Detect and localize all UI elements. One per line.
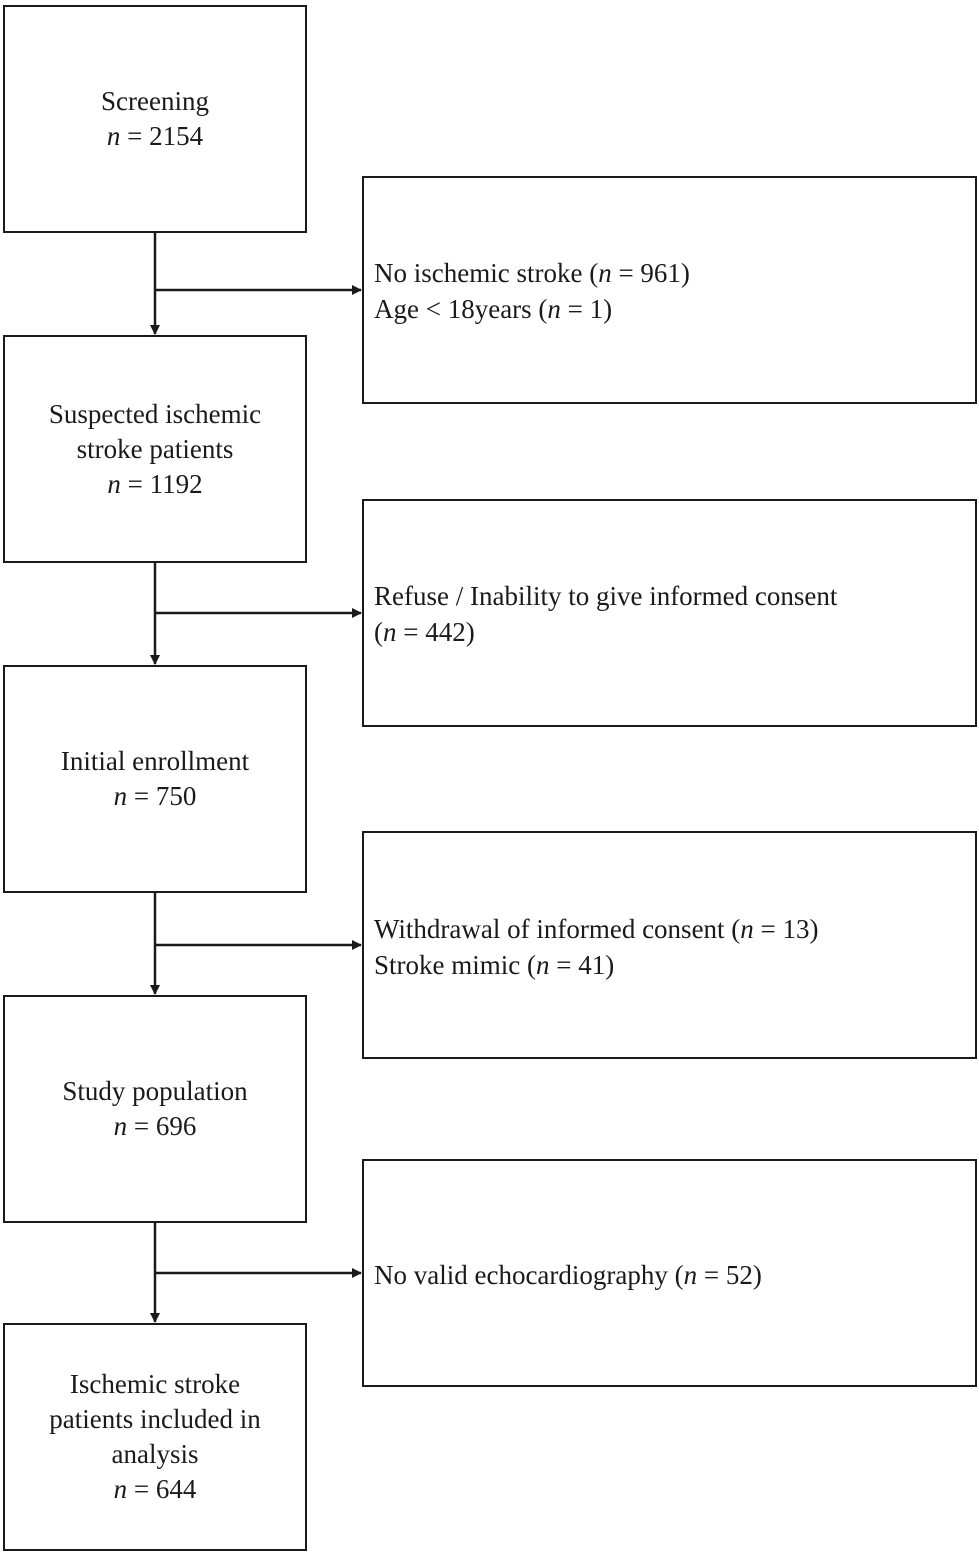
exclusion-line: (n = 442) [374, 617, 475, 647]
stage-count: n = 750 [113, 781, 197, 811]
stage-label: Screening [101, 86, 209, 116]
exclusion-line: No ischemic stroke (n = 961) [374, 258, 690, 288]
stage-label: stroke patients [76, 433, 234, 464]
stage-count: n = 644 [113, 1474, 197, 1504]
exclusion-line: Withdrawal of informed consent (n = 13) [374, 914, 819, 944]
exclusion-box-3: Withdrawal of informed consent (n = 13) … [362, 831, 977, 1059]
stage-count: n = 1192 [107, 468, 203, 499]
stage-label: patients included in [49, 1404, 261, 1434]
stage-label: Study population [62, 1076, 248, 1106]
stage-count: n = 2154 [106, 121, 204, 151]
stage-box-study-population: Study population n = 696 [3, 995, 307, 1223]
stage-box-enrollment: Initial enrollment n = 750 [3, 665, 307, 893]
stage-box-screening: Screening n = 2154 [3, 5, 307, 233]
exclusion-line: Age < 18years (n = 1) [374, 294, 613, 324]
exclusion-line: Refuse / Inability to give informed cons… [374, 581, 838, 611]
stage-count: n = 696 [113, 1111, 197, 1141]
exclusion-box-1: No ischemic stroke (n = 961) Age < 18yea… [362, 176, 977, 404]
stage-label: Ischemic stroke [69, 1369, 241, 1399]
stage-box-analysis: Ischemic stroke patients included in ana… [3, 1323, 307, 1551]
stage-label: Suspected ischemic [48, 398, 262, 429]
stage-box-suspected: Suspected ischemic stroke patients n = 1… [3, 335, 307, 563]
exclusion-line: Stroke mimic (n = 41) [374, 950, 615, 980]
exclusion-line: No valid echocardiography (n = 52) [374, 1260, 762, 1290]
stage-label: Initial enrollment [60, 746, 250, 776]
exclusion-box-4: No valid echocardiography (n = 52) [362, 1159, 977, 1387]
stage-label: analysis [111, 1439, 199, 1469]
exclusion-box-2: Refuse / Inability to give informed cons… [362, 499, 977, 727]
